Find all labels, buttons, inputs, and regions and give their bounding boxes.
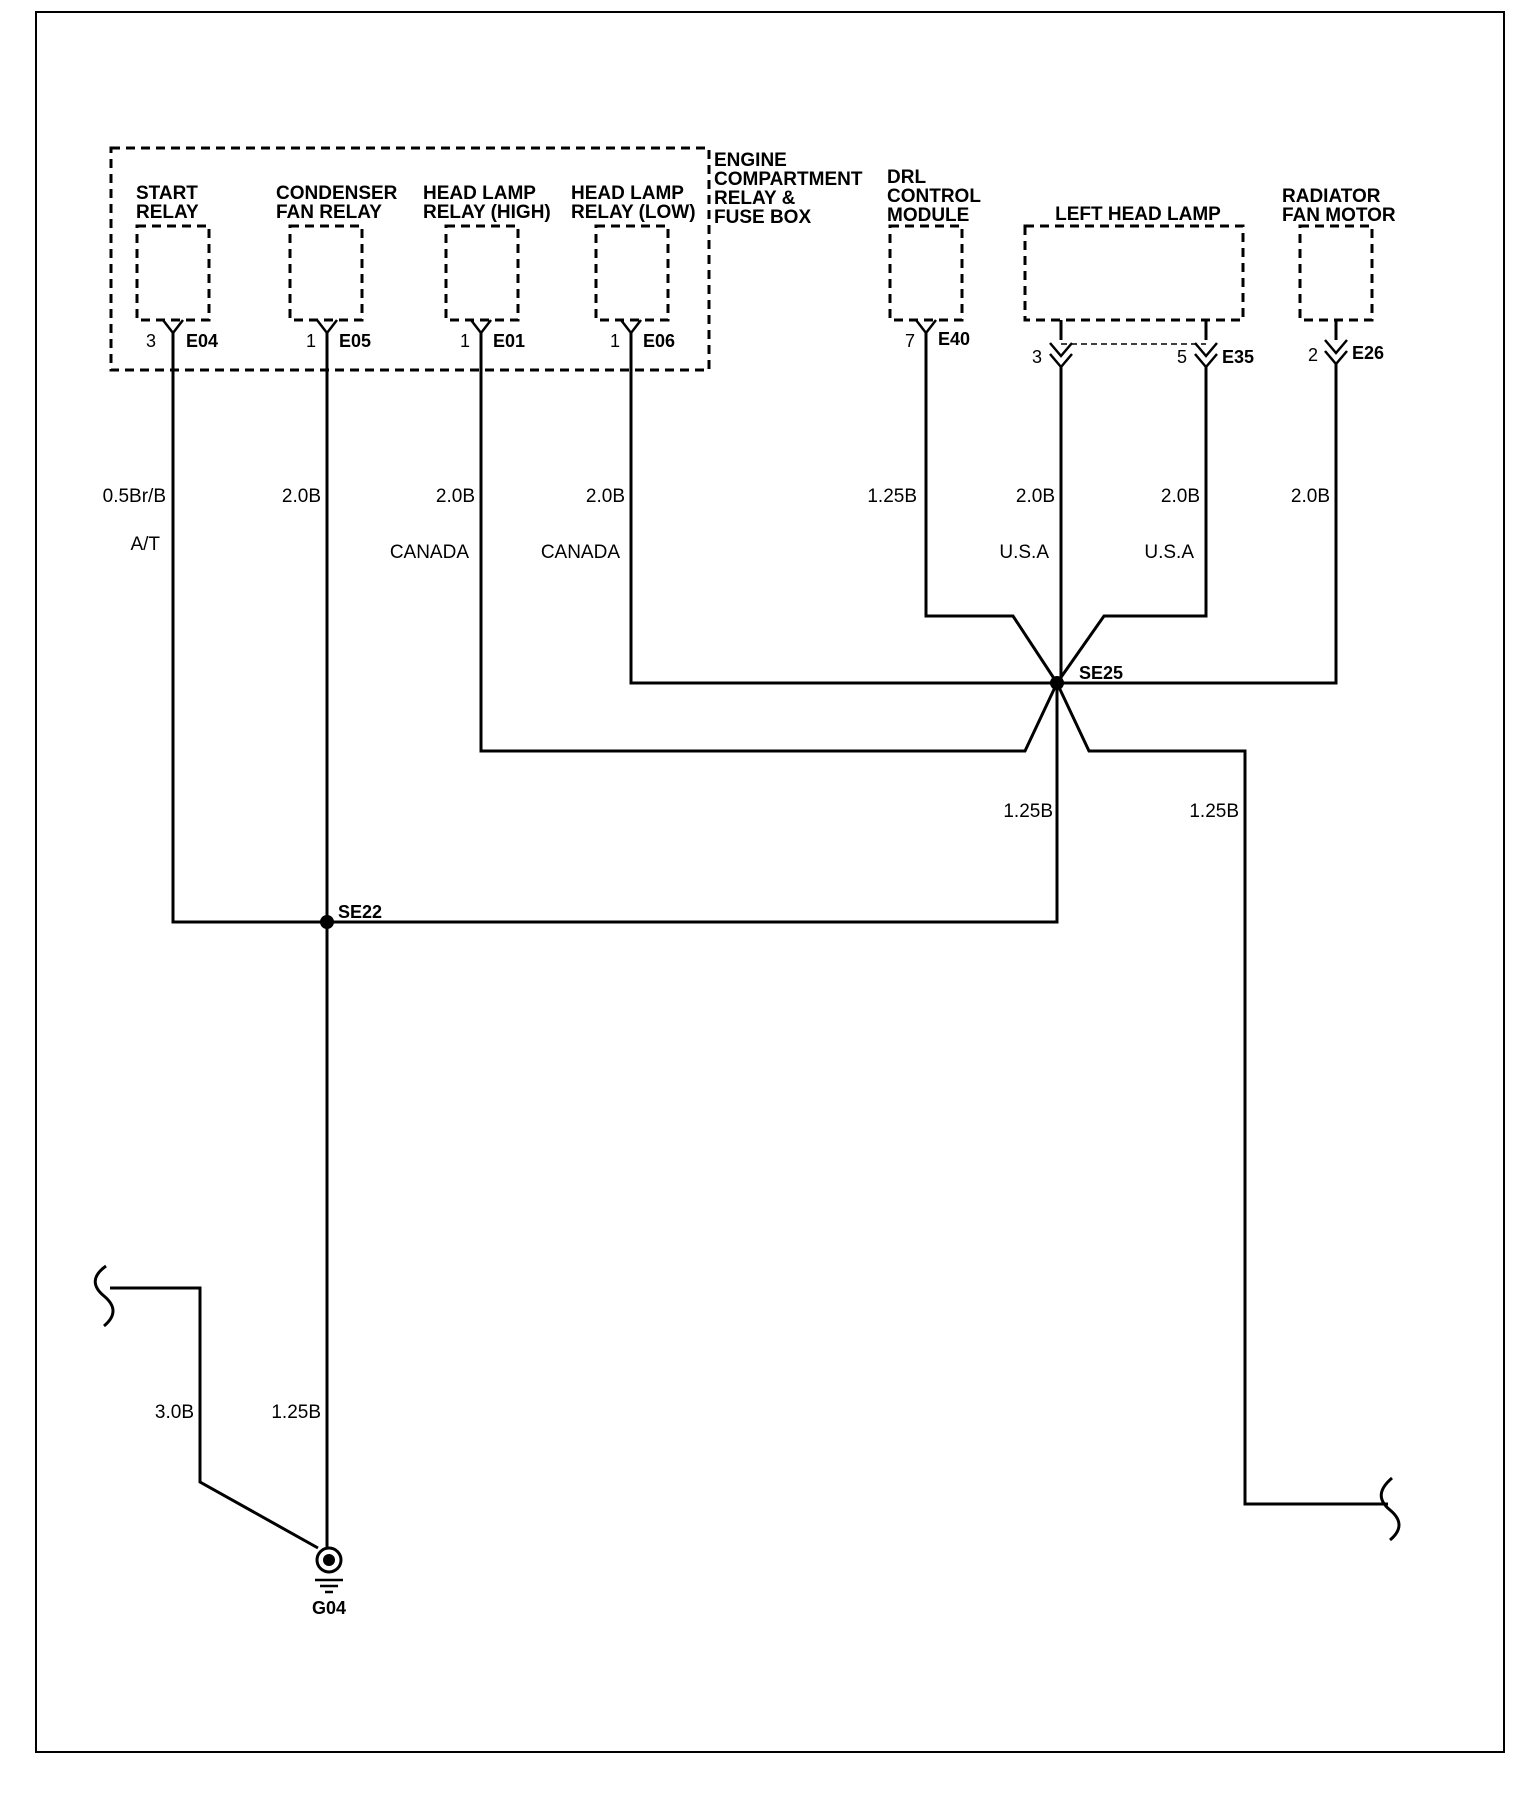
wire-se25-down <box>327 683 1059 924</box>
svg-text:1.25B: 1.25B <box>271 1402 321 1423</box>
svg-text:HEAD LAMP: HEAD LAMP <box>423 183 536 204</box>
svg-text:CONDENSER: CONDENSER <box>276 183 398 204</box>
svg-text:U.S.A: U.S.A <box>999 542 1049 563</box>
svg-text:COMPARTMENT: COMPARTMENT <box>714 169 863 190</box>
fuse-box-label: ENGINE COMPARTMENT RELAY & FUSE BOX <box>714 150 863 228</box>
svg-text:LEFT HEAD LAMP: LEFT HEAD LAMP <box>1055 204 1221 225</box>
ground-g04: G04 <box>312 1546 346 1618</box>
svg-text:G04: G04 <box>312 1598 346 1618</box>
wire-se25-right <box>1055 682 1388 1506</box>
left-head-lamp: LEFT HEAD LAMP 3 5 E35 <box>1023 204 1254 369</box>
svg-text:2.0B: 2.0B <box>436 486 475 507</box>
svg-text:CANADA: CANADA <box>541 542 621 563</box>
svg-text:CANADA: CANADA <box>390 542 470 563</box>
splice-se22-label: SE22 <box>338 902 382 922</box>
svg-text:2.0B: 2.0B <box>1161 486 1200 507</box>
fuse-box-outline <box>109 146 711 372</box>
svg-text:2.0B: 2.0B <box>282 486 321 507</box>
svg-text:E40: E40 <box>938 329 970 349</box>
svg-text:RELAY: RELAY <box>136 202 199 223</box>
svg-text:2: 2 <box>1308 345 1318 365</box>
svg-text:1.25B: 1.25B <box>867 486 917 507</box>
wire-head-lamp-low <box>629 333 1057 685</box>
drl-control-module: DRL CONTROL MODULE 7 E40 <box>887 167 981 351</box>
svg-text:3: 3 <box>1032 347 1042 367</box>
svg-text:RELAY (HIGH): RELAY (HIGH) <box>423 202 551 223</box>
wire-start-relay <box>171 333 327 924</box>
svg-text:START: START <box>136 183 198 204</box>
svg-text:2.0B: 2.0B <box>1291 486 1330 507</box>
svg-text:1.25B: 1.25B <box>1189 801 1239 822</box>
svg-text:1: 1 <box>306 331 316 351</box>
svg-text:5: 5 <box>1177 347 1187 367</box>
svg-text:1: 1 <box>460 331 470 351</box>
radiator-fan-motor: RADIATOR FAN MOTOR 2 E26 <box>1282 186 1396 366</box>
wire-ground-left <box>110 1286 319 1550</box>
svg-text:RADIATOR: RADIATOR <box>1282 186 1381 207</box>
splice-se22-dot <box>320 915 334 929</box>
svg-text:0.5Br/B: 0.5Br/B <box>103 486 166 507</box>
svg-text:7: 7 <box>905 331 915 351</box>
wire-lamp-pin5 <box>1055 367 1208 684</box>
svg-text:FAN MOTOR: FAN MOTOR <box>1282 205 1396 226</box>
svg-text:3: 3 <box>146 331 156 351</box>
svg-text:E06: E06 <box>643 331 675 351</box>
condenser-fan-relay: CONDENSER FAN RELAY 1 E05 <box>276 183 398 351</box>
svg-text:MODULE: MODULE <box>887 205 969 226</box>
svg-text:2.0B: 2.0B <box>1016 486 1055 507</box>
head-lamp-relay-low: HEAD LAMP RELAY (LOW) 1 E06 <box>571 183 696 351</box>
svg-text:1: 1 <box>610 331 620 351</box>
svg-text:DRL: DRL <box>887 167 926 188</box>
svg-text:1.25B: 1.25B <box>1003 801 1053 822</box>
wire-head-lamp-high <box>479 333 1059 753</box>
splice-se25-label: SE25 <box>1079 663 1123 683</box>
svg-text:3.0B: 3.0B <box>155 1402 194 1423</box>
svg-text:FAN RELAY: FAN RELAY <box>276 202 382 223</box>
wire-radiator-fan <box>1057 364 1338 685</box>
svg-text:E01: E01 <box>493 331 525 351</box>
svg-text:E05: E05 <box>339 331 371 351</box>
svg-text:CONTROL: CONTROL <box>887 186 981 207</box>
svg-text:RELAY &: RELAY & <box>714 188 796 209</box>
svg-text:ENGINE: ENGINE <box>714 150 787 171</box>
svg-text:E04: E04 <box>186 331 218 351</box>
head-lamp-relay-high: HEAD LAMP RELAY (HIGH) 1 E01 <box>423 183 551 351</box>
wire-break-right <box>1379 1476 1401 1542</box>
diagram-frame <box>35 11 1505 1753</box>
svg-text:RELAY (LOW): RELAY (LOW) <box>571 202 696 223</box>
wire-break-left <box>93 1264 115 1328</box>
svg-text:U.S.A: U.S.A <box>1144 542 1194 563</box>
svg-text:E26: E26 <box>1352 343 1384 363</box>
svg-text:FUSE BOX: FUSE BOX <box>714 207 811 228</box>
svg-text:A/T: A/T <box>130 534 160 555</box>
svg-text:HEAD LAMP: HEAD LAMP <box>571 183 684 204</box>
start-relay: START RELAY 3 E04 <box>135 183 218 351</box>
svg-text:2.0B: 2.0B <box>586 486 625 507</box>
wire-drl <box>924 333 1059 684</box>
splice-se25-dot <box>1050 676 1064 690</box>
svg-text:E35: E35 <box>1222 347 1254 367</box>
wire-labels: 0.5Br/B A/T 2.0B 2.0B CANADA 2.0B CANADA… <box>103 486 1330 1423</box>
